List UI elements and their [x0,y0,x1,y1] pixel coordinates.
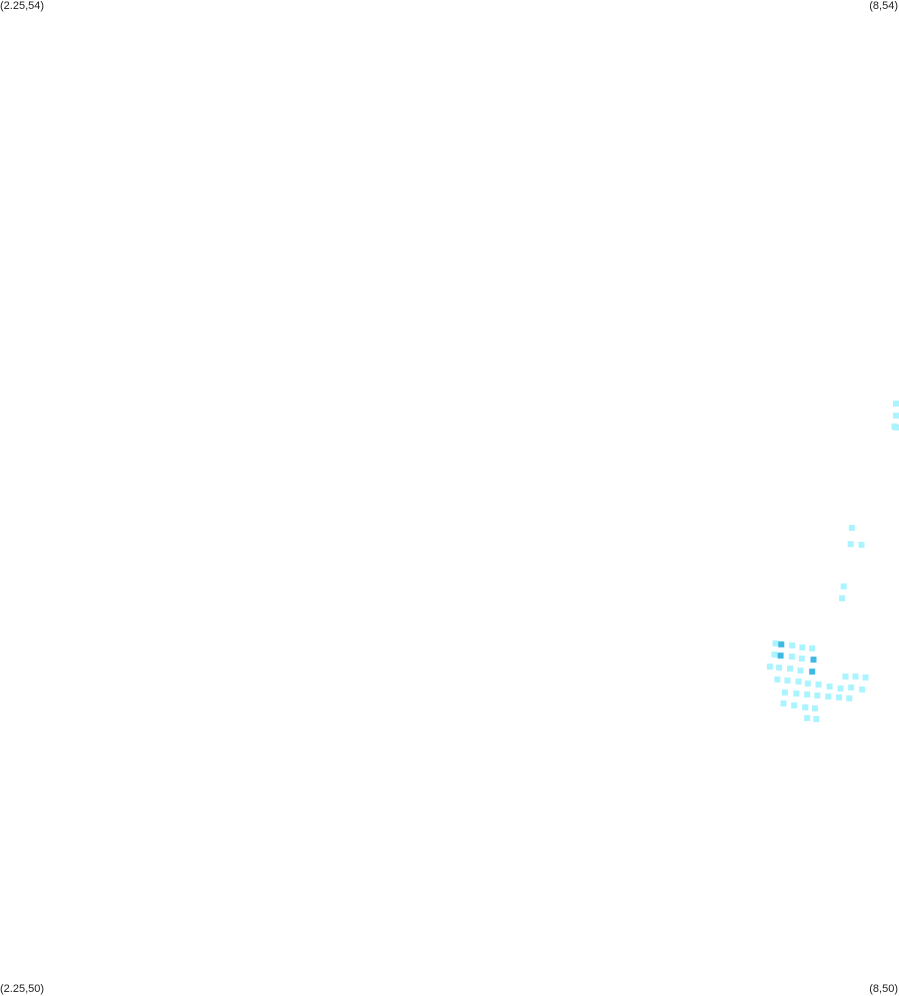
map-cell-low [781,689,788,696]
map-cell-low [804,691,811,698]
map-cell-low [811,705,818,712]
corner-label-bottom-right: (8,50) [869,983,898,995]
map-cell-low [862,674,869,681]
map-cell-low [772,640,779,647]
map-cell-low [809,645,816,652]
map-cell-low [789,642,796,649]
map-cell-low [814,692,821,699]
map-cell-low [859,686,866,693]
map-cell-low [788,653,795,660]
map-cell-low [802,704,809,711]
map-cell-low [858,541,865,548]
corner-label-top-left: (2.25,54) [0,0,45,12]
map-cell-low [846,695,853,702]
map-cell-low [893,412,899,419]
map-cell-low [837,685,844,692]
map-cell-low [848,524,855,531]
map-cell-low [842,673,849,680]
map-cell-low [784,677,791,684]
map-cell-low [791,702,798,709]
map-cell-low [826,683,833,690]
map-cell-high [810,656,817,663]
map-cell-low [852,673,859,680]
map-cell-low [774,676,781,683]
map-cell-low [793,690,800,697]
map-cell-high [778,641,785,648]
map-cell-low [840,583,847,590]
map-cell-low [799,644,806,651]
map-cell-low [825,693,832,700]
map-cell-low [787,665,793,672]
map-cell-low [795,678,802,685]
map-cell-low [797,667,804,674]
map-cell-low [836,694,843,701]
corner-label-bottom-left: (2.25,50) [0,983,45,995]
map-cell-low [813,716,820,723]
map-cell-low [815,681,822,688]
map-cell-low [766,663,773,670]
map-cell-low [776,664,783,671]
map-cell-high [777,652,784,659]
map-cell-low [798,655,805,662]
map-cell-low [780,700,787,707]
map-cell-low [804,680,811,687]
map-cell-low [847,541,854,548]
corner-label-top-right: (8,54) [869,0,898,12]
map-cell-low [848,684,855,691]
map-cell-low [893,400,899,407]
map-cell-low [771,651,778,658]
map-cell-low [839,595,846,602]
map-cell-low [891,423,898,430]
map-cell-high [809,668,816,675]
map-cell-low [804,715,811,722]
